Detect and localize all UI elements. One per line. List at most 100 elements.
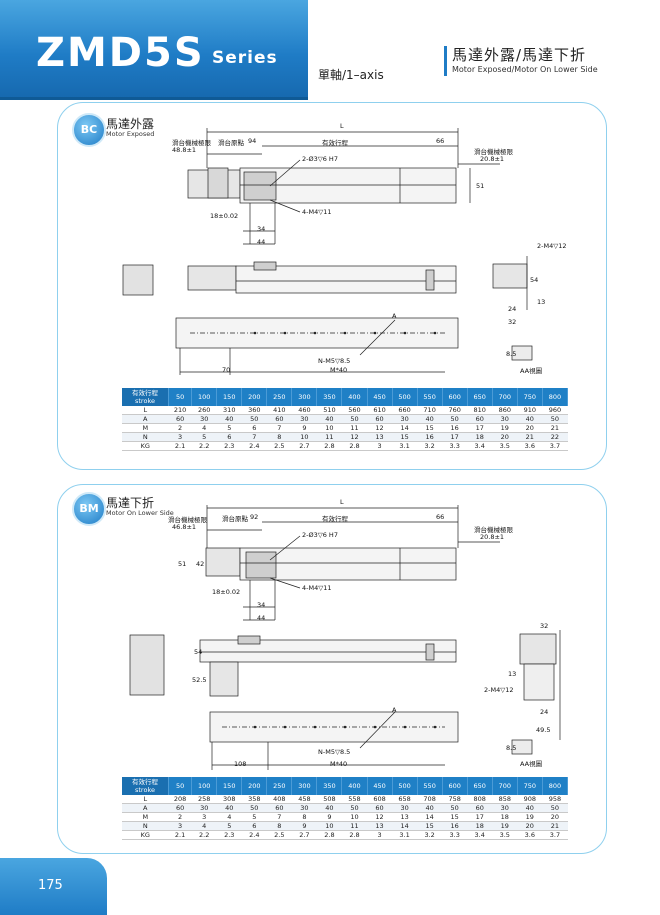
- table-cell: 410: [266, 406, 292, 415]
- table-cell: 14: [417, 812, 443, 822]
- section-mark-a-bm: A: [392, 706, 397, 714]
- stroke-column-header: 100: [191, 388, 218, 406]
- table-cell: 3.5: [492, 830, 518, 840]
- stroke-column-header: 550: [417, 777, 443, 795]
- table-cell: 2.8: [316, 441, 342, 451]
- table-cell: 13: [392, 812, 418, 822]
- table-cell: 2.7: [291, 830, 317, 840]
- tap-label: 4-M4▽11: [302, 208, 332, 216]
- table-cell: 3: [367, 830, 393, 840]
- stroke-column-header: 600: [442, 388, 468, 406]
- stroke-column-header: 700: [492, 777, 518, 795]
- table-cell: 2.4: [241, 441, 267, 451]
- table-cell: 6: [216, 432, 242, 442]
- stroke-column-header: 650: [467, 388, 493, 406]
- dim-34: 34: [257, 225, 266, 233]
- table-cell: 20: [517, 423, 543, 433]
- table-cell: 8: [291, 812, 317, 822]
- table-cell: 3: [168, 432, 192, 442]
- stroke-label-bm: 有效行程: [322, 515, 348, 523]
- table-cell: 7: [266, 812, 292, 822]
- table-cell: 9: [291, 821, 317, 831]
- table-cell: 60: [266, 803, 292, 813]
- table-cell: 13: [367, 821, 393, 831]
- table-cell: 3.3: [442, 441, 468, 451]
- table-cell: 40: [517, 803, 543, 813]
- table-cell: 2.3: [216, 830, 242, 840]
- table-cell: 22: [542, 432, 568, 442]
- table-cell: 12: [341, 432, 368, 442]
- table-cell: 708: [417, 795, 443, 804]
- table-cell: 11: [316, 432, 342, 442]
- table-cell: 360: [241, 406, 267, 415]
- table-cell: 17: [467, 812, 493, 822]
- table-cell: 2: [168, 423, 192, 433]
- table-cell: 510: [316, 406, 342, 415]
- table-cell: 30: [392, 803, 418, 813]
- stroke-column-header: 350: [316, 388, 343, 406]
- table-cell: 18: [467, 432, 493, 442]
- table-cell: 208: [168, 795, 192, 804]
- header-title-zh: 馬達外露/馬達下折: [452, 46, 587, 64]
- dim-44-bm: 44: [257, 614, 266, 622]
- stroke-column-header: 250: [266, 388, 293, 406]
- table-cell: 30: [492, 414, 518, 424]
- dim-8-5: 8.5: [506, 350, 517, 358]
- stroke-column-header: 100: [191, 777, 218, 795]
- dim-52-5-bm: 52.5: [192, 676, 207, 684]
- table-cell: 3.7: [542, 441, 568, 451]
- table-cell: 260: [191, 406, 217, 415]
- dim-54-bm: 54: [194, 648, 203, 656]
- stroke-column-header: 800: [542, 388, 569, 406]
- table-cell: 30: [291, 414, 317, 424]
- table-cell: 3.4: [467, 830, 493, 840]
- table-cell: 14: [392, 423, 418, 433]
- table-cell: 258: [191, 795, 217, 804]
- tap-label-bm: 4-M4▽11: [302, 584, 332, 592]
- section-title-en-bc: Motor Exposed: [106, 130, 155, 138]
- stroke-column-header: 400: [341, 388, 368, 406]
- table-cell: 5: [241, 812, 267, 822]
- table-cell: 2.3: [216, 441, 242, 451]
- table-cell: 2.7: [291, 441, 317, 451]
- dim-24: 24: [508, 305, 517, 313]
- n-tap-label-bm: N-M5▽8.5: [318, 748, 351, 756]
- table-cell: 10: [341, 812, 368, 822]
- table-cell: 20: [542, 812, 568, 822]
- stroke-column-header: 750: [517, 777, 543, 795]
- dim-108-bm: 108: [234, 760, 247, 768]
- table-cell: 15: [392, 432, 418, 442]
- table-cell: 3.4: [467, 441, 493, 451]
- stroke-column-header: 350: [316, 777, 343, 795]
- table-cell: 508: [316, 795, 342, 804]
- dim-32: 32: [508, 318, 517, 326]
- table-cell: 21: [542, 821, 568, 831]
- row-label: A: [122, 803, 169, 813]
- table-cell: 19: [492, 821, 518, 831]
- stroke-column-header: 600: [442, 777, 468, 795]
- dim-8-5-bm: 8.5: [506, 744, 517, 752]
- dim-13: 13: [537, 298, 546, 306]
- table-cell: 6: [241, 821, 267, 831]
- row-label: M: [122, 812, 169, 822]
- table-cell: 3.7: [542, 830, 568, 840]
- dim-18-bm: 18±0.02: [212, 588, 241, 596]
- table-cell: 3.1: [392, 830, 418, 840]
- table-cell: 20: [492, 432, 518, 442]
- table-cell: 18: [467, 821, 493, 831]
- stroke-header-zh: 有效行程: [132, 778, 158, 786]
- dim-L-bm: L: [340, 498, 344, 506]
- dim-32-bm: 32: [540, 622, 549, 630]
- pitch-label-bm: M*40: [330, 760, 348, 768]
- table-cell: 50: [241, 414, 267, 424]
- table-cell: 21: [542, 423, 568, 433]
- stroke-column-header: 750: [517, 388, 543, 406]
- stroke-column-header: 500: [392, 777, 418, 795]
- table-cell: 15: [417, 423, 443, 433]
- table-cell: 17: [442, 432, 468, 442]
